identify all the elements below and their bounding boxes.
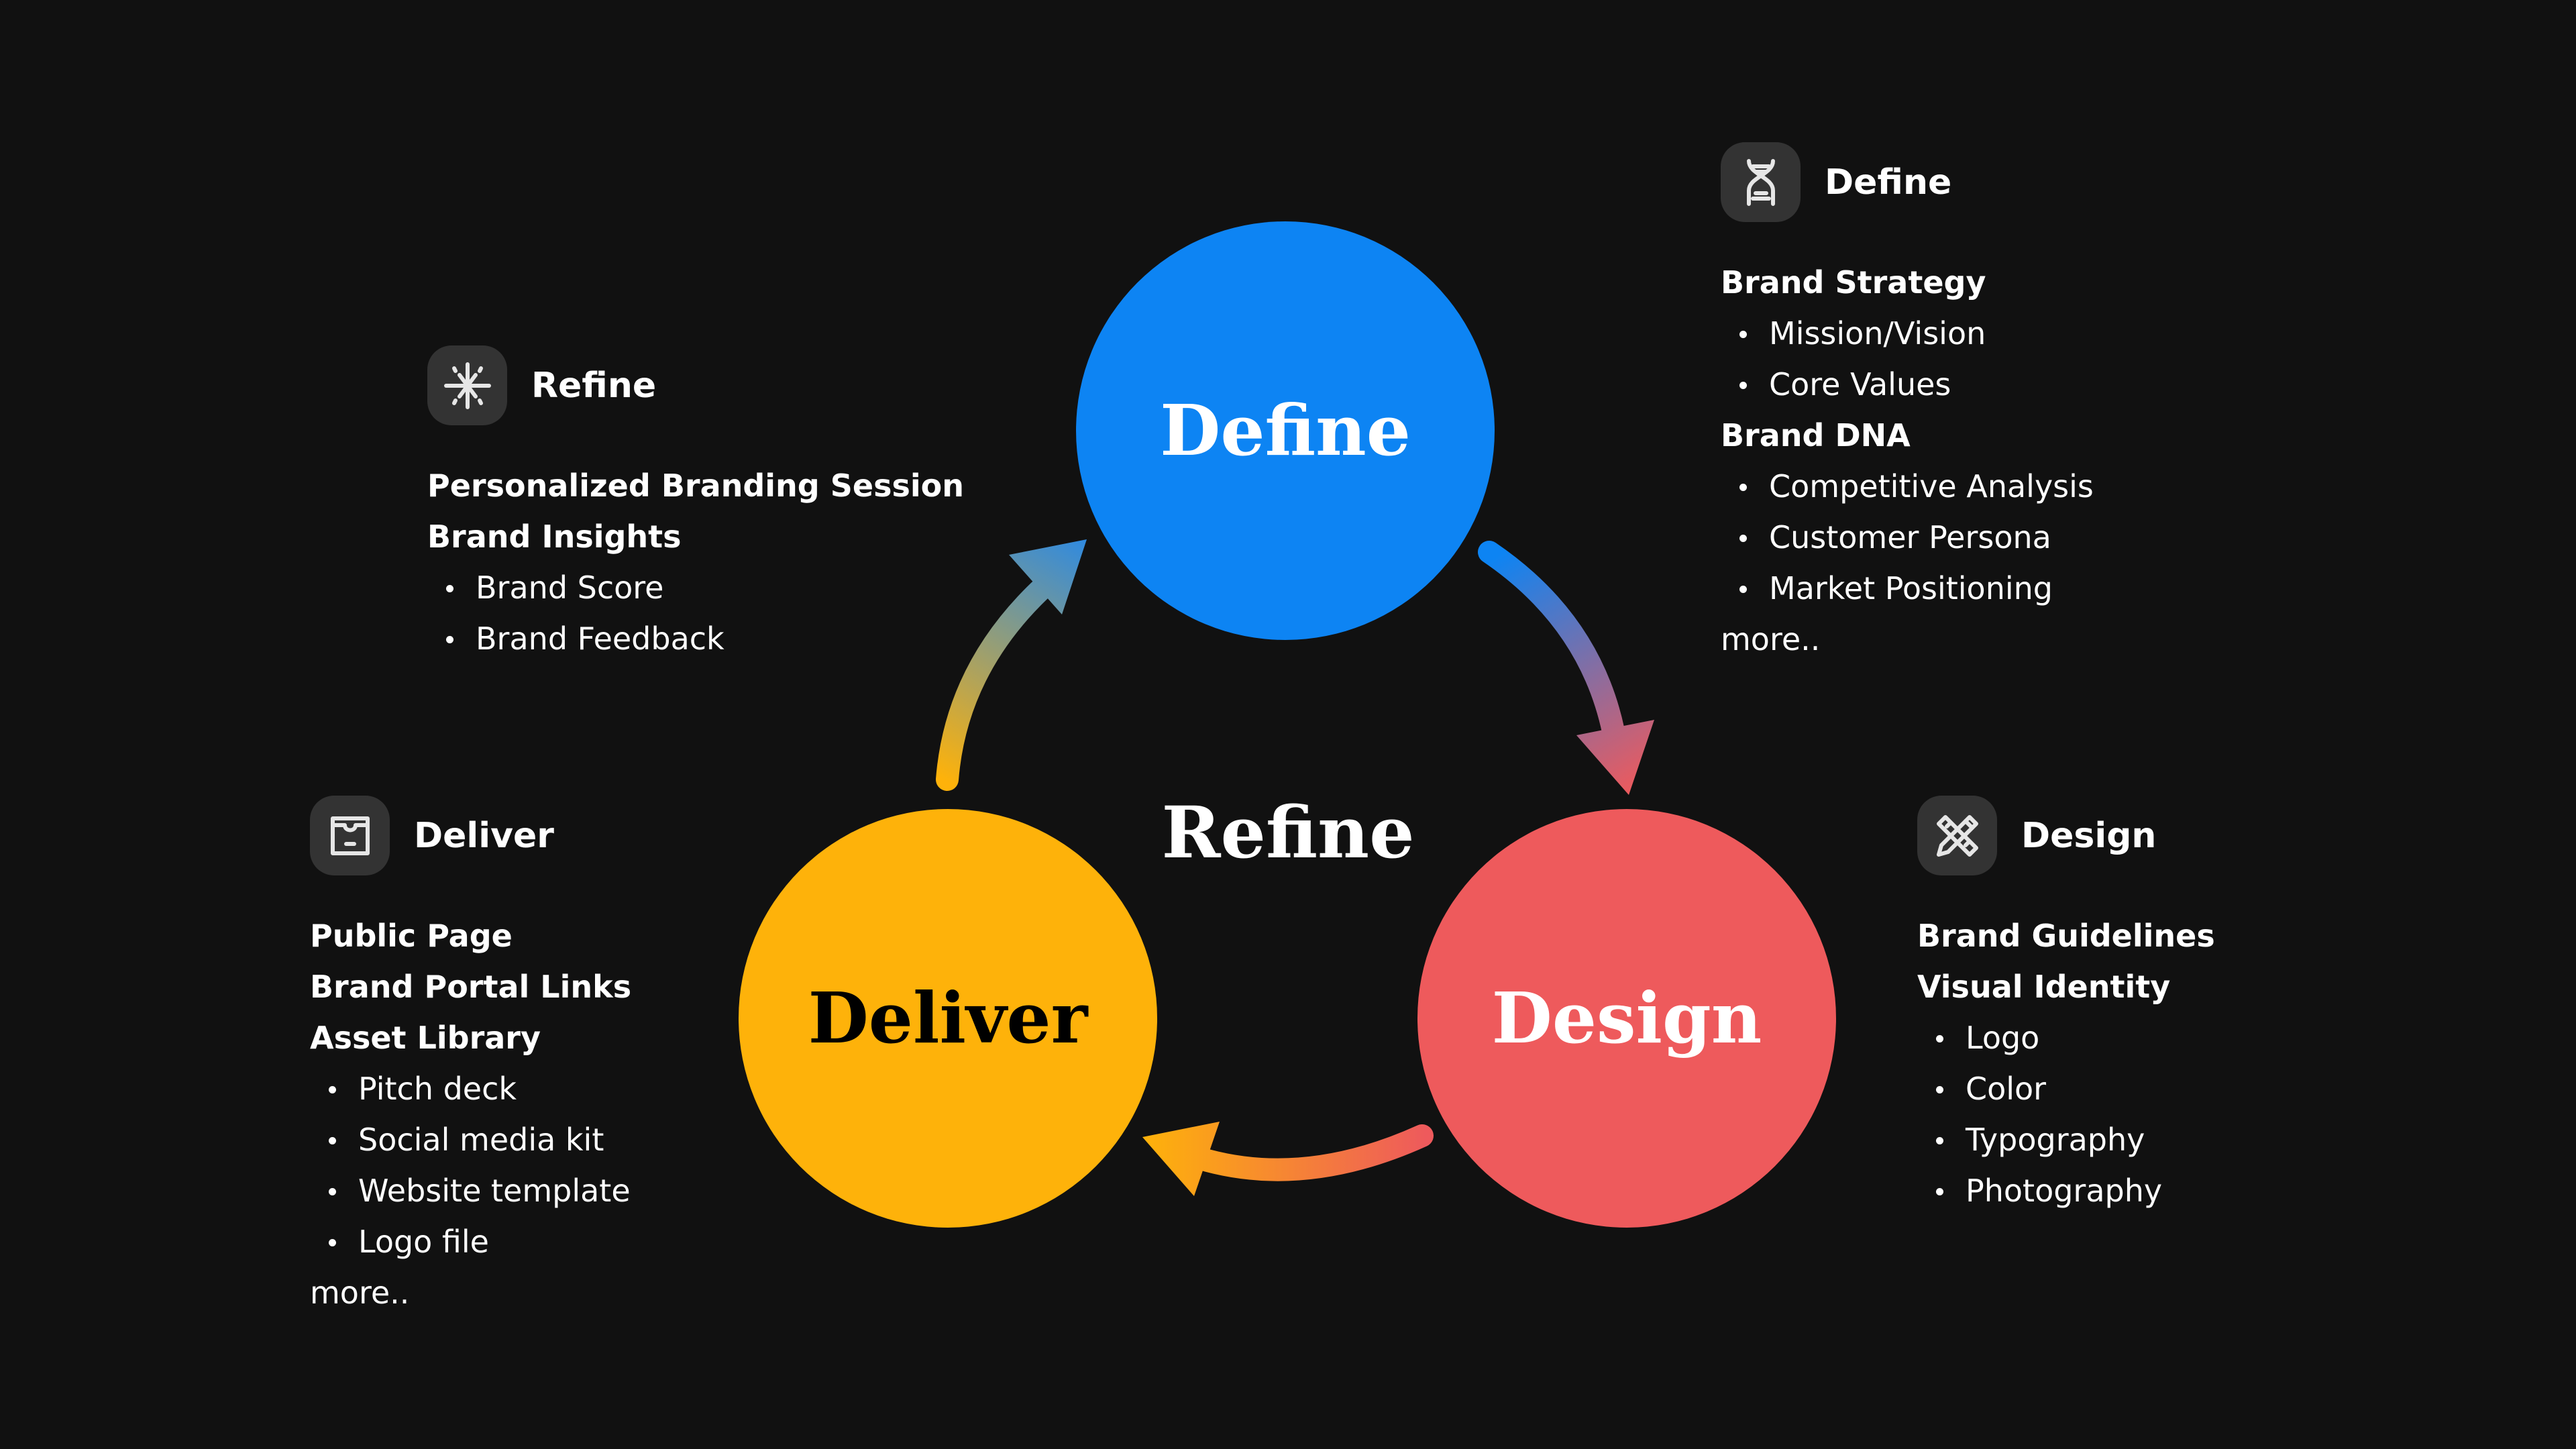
arrow-deliver-to-define xyxy=(936,539,1087,791)
panel-define-header: Define xyxy=(1721,142,2094,222)
panel-deliver-heading: Brand Portal Links xyxy=(310,969,632,1005)
panel-design-bullet-item: Typography xyxy=(1917,1114,2215,1165)
panel-deliver-bullet-item: Pitch deck xyxy=(310,1063,631,1114)
arrow-define-to-design xyxy=(1478,541,1654,795)
panel-define-more-link[interactable]: more.. xyxy=(1721,621,1821,657)
pencil-ruler-icon xyxy=(1917,796,1997,875)
panel-design-header: Design xyxy=(1917,796,2215,875)
panel-define-bullet-item: Competitive Analysis xyxy=(1721,461,2094,512)
panel-deliver-bullet-item: Social media kit xyxy=(310,1114,631,1165)
arrow-0-head xyxy=(1576,720,1654,795)
stage-deliver: Deliver xyxy=(739,809,1157,1228)
archive-box-icon xyxy=(310,796,390,875)
arrow-0-shaft xyxy=(1478,541,1625,743)
panel-refine-bullet-item: Brand Score xyxy=(427,562,964,613)
panel-design-bullet-item: Photography xyxy=(1917,1165,2215,1216)
stage-define-circle xyxy=(1076,221,1495,640)
panel-deliver-bullet-item: Logo file xyxy=(310,1216,631,1267)
panel-deliver-bullet-item: Website template xyxy=(310,1165,631,1216)
panel-refine-title: Refine xyxy=(531,365,657,406)
panel-deliver-title: Deliver xyxy=(414,815,554,856)
sparkle-icon xyxy=(427,345,507,425)
panel-deliver-heading: Public Page xyxy=(310,918,513,954)
stage-design: Design xyxy=(1417,809,1836,1228)
stage-define-label: Define xyxy=(1160,389,1411,472)
panel-refine-heading: Personalized Branding Session xyxy=(427,468,964,504)
arrow-design-to-deliver xyxy=(1142,1122,1434,1196)
panel-refine-bullet-item: Brand Feedback xyxy=(427,613,964,664)
stage-define: Define xyxy=(1076,221,1495,640)
panel-define-heading: Brand DNA xyxy=(1721,417,1911,453)
panel-refine-header: Refine xyxy=(427,345,964,425)
arrow-2-head xyxy=(1009,539,1087,614)
stage-deliver-label: Deliver xyxy=(808,977,1089,1059)
arrow-1-shaft xyxy=(1196,1124,1434,1181)
panel-refine-heading: Brand Insights xyxy=(427,519,682,555)
panel-define-bullet-item: Mission/Vision xyxy=(1721,308,2094,359)
center-refine-label: Refine xyxy=(1161,790,1414,874)
panel-define-title: Define xyxy=(1825,162,1952,203)
panel-design-title: Design xyxy=(2021,815,2157,856)
panel-define-bullet-item: Core Values xyxy=(1721,359,2094,410)
panel-design-bullet-item: Logo xyxy=(1917,1012,2215,1063)
stage-deliver-circle xyxy=(739,809,1157,1228)
panel-deliver-header: Deliver xyxy=(310,796,631,875)
panel-deliver-heading: Asset Library xyxy=(310,1020,541,1056)
stage-design-label: Design xyxy=(1492,977,1762,1059)
panel-deliver-more-link[interactable]: more.. xyxy=(310,1275,410,1311)
arrow-1-head xyxy=(1142,1122,1220,1196)
panel-define-bullet-item: Market Positioning xyxy=(1721,563,2094,614)
panel-design-heading: Brand Guidelines xyxy=(1917,918,2215,954)
panel-design-bullet-item: Color xyxy=(1917,1063,2215,1114)
panel-design-heading: Visual Identity xyxy=(1917,969,2171,1005)
arrow-2-shaft xyxy=(936,579,1051,791)
dna-icon xyxy=(1721,142,1801,222)
panel-define-bullet-item: Customer Persona xyxy=(1721,512,2094,563)
panel-define-heading: Brand Strategy xyxy=(1721,264,1986,301)
stage-design-circle xyxy=(1417,809,1836,1228)
